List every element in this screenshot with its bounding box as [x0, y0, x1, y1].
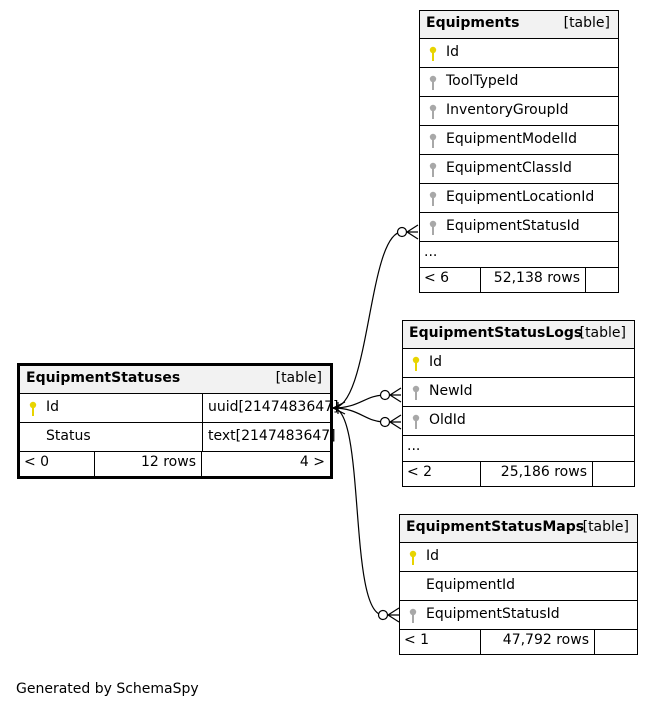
foreign-key-icon	[429, 133, 437, 148]
column-row[interactable]: EquipmentModelId	[420, 126, 618, 155]
more-columns: ...	[403, 436, 634, 462]
column-type-cell: uuid[2147483647]	[202, 394, 339, 422]
table-name: EquipmentStatuses	[26, 370, 181, 386]
row-count: 25,186 rows	[480, 462, 593, 486]
column-name: EquipmentStatusId	[446, 218, 580, 234]
table-header: EquipmentStatusMaps [table]	[400, 515, 637, 543]
primary-key-icon	[412, 356, 420, 371]
edge-statuses-to-maps	[332, 407, 384, 616]
column-row[interactable]: InventoryGroupId	[420, 97, 618, 126]
column-row[interactable]: EquipmentStatusId	[400, 601, 637, 630]
table-kind: [table]	[582, 519, 629, 535]
parents-count: < 1	[404, 632, 430, 648]
table-name: EquipmentStatusMaps	[406, 519, 585, 535]
column-row[interactable]: EquipmentClassId	[420, 155, 618, 184]
column-row[interactable]: Id uuid[2147483647]	[20, 394, 339, 423]
column-name: EquipmentLocationId	[446, 189, 595, 205]
generated-by-footer: Generated by SchemaSpy	[16, 681, 199, 697]
foreign-key-icon	[429, 104, 437, 119]
foreign-key-icon	[429, 220, 437, 235]
table-kind: [table]	[275, 370, 322, 386]
column-row[interactable]: NewId	[403, 378, 634, 407]
column-row[interactable]: EquipmentId	[400, 572, 637, 601]
table-kind: [table]	[579, 325, 626, 341]
column-type-cell: text[2147483647]	[202, 423, 336, 451]
primary-key-icon	[29, 401, 37, 416]
more-columns: ...	[420, 242, 618, 268]
column-name: EquipmentModelId	[446, 131, 578, 147]
column-name: EquipmentStatusId	[426, 606, 560, 622]
column-row[interactable]: EquipmentStatusId	[420, 213, 618, 242]
optional-marker-maps	[377, 609, 389, 621]
column-name: ToolTypeId	[446, 73, 519, 89]
column-type: text[2147483647]	[208, 428, 336, 444]
parents-count: < 0	[24, 454, 50, 470]
column-row[interactable]: Id	[403, 349, 634, 378]
column-row[interactable]: Id	[420, 39, 618, 68]
table-kind: [table]	[563, 15, 610, 31]
foreign-key-icon	[429, 162, 437, 177]
foreign-key-icon	[409, 608, 417, 623]
foreign-key-icon	[429, 191, 437, 206]
table-header: EquipmentStatuses [table]	[20, 366, 330, 394]
children-count	[595, 630, 637, 654]
column-row[interactable]: EquipmentLocationId	[420, 184, 618, 213]
column-name: Id	[426, 548, 440, 564]
column-name: Status	[46, 428, 91, 444]
parents-count: < 6	[424, 270, 450, 286]
parents-count: < 2	[407, 464, 433, 480]
column-row[interactable]: ToolTypeId	[420, 68, 618, 97]
column-row[interactable]: Id	[400, 543, 637, 572]
optional-marker-logs-oldid	[379, 416, 391, 428]
edge-statuses-to-equipments	[332, 231, 403, 409]
row-count: 12 rows	[94, 452, 202, 476]
optional-marker-equipments	[396, 226, 408, 238]
column-name: InventoryGroupId	[446, 102, 569, 118]
edge-statuses-to-logs-oldid	[332, 407, 386, 423]
table-equipment-statuses[interactable]: EquipmentStatuses [table] Id uuid[2147483…	[17, 363, 339, 479]
table-header: Equipments [table]	[420, 11, 618, 39]
table-footer: < 2 25,186 rows	[403, 462, 634, 486]
children-count: 4 >	[299, 454, 325, 470]
column-name: Id	[446, 44, 460, 60]
primary-key-icon	[409, 550, 417, 565]
table-header: EquipmentStatusLogs [table]	[403, 321, 634, 349]
column-name: EquipmentClassId	[446, 160, 572, 176]
children-count	[593, 462, 634, 486]
column-name: Id	[429, 354, 443, 370]
foreign-key-icon	[429, 75, 437, 90]
row-count: 52,138 rows	[480, 268, 586, 292]
column-list: Id uuid[2147483647] Status text[2147483647]	[20, 394, 339, 452]
column-name: OldId	[429, 412, 466, 428]
row-count: 47,792 rows	[480, 630, 595, 654]
table-name: Equipments	[426, 15, 520, 31]
column-name: Id	[46, 399, 60, 415]
optional-marker-logs-newid	[379, 389, 391, 401]
table-footer: < 0 12 rows 4 >	[20, 452, 330, 476]
foreign-key-icon	[412, 414, 420, 429]
children-count	[586, 268, 618, 292]
primary-key-icon	[429, 46, 437, 61]
column-type: uuid[2147483647]	[208, 399, 339, 415]
foreign-key-icon	[412, 385, 420, 400]
table-footer: < 6 52,138 rows	[420, 268, 618, 292]
table-footer: < 1 47,792 rows	[400, 630, 637, 654]
column-name: EquipmentId	[426, 577, 516, 593]
column-row[interactable]: OldId	[403, 407, 634, 436]
column-name: NewId	[429, 383, 473, 399]
column-row[interactable]: Status text[2147483647]	[20, 423, 336, 452]
edge-statuses-to-logs-newid	[332, 394, 386, 409]
table-name: EquipmentStatusLogs	[409, 325, 583, 341]
